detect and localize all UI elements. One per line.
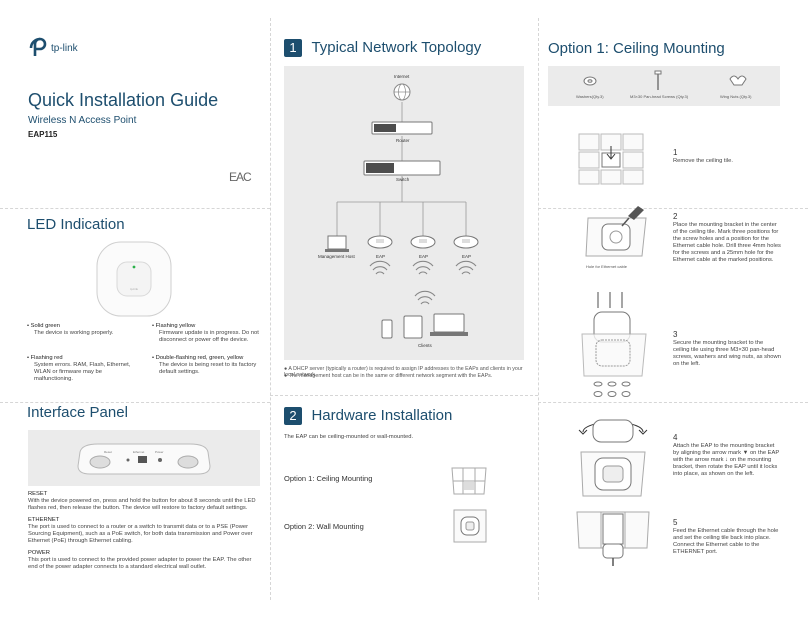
washer-icon: [583, 76, 597, 86]
wing-nut-icon: [729, 75, 747, 86]
kit-screws: M3×30 Pan-head Screws (Qty.3): [630, 94, 689, 99]
label-switch: Switch: [396, 177, 410, 182]
laptop-icon: [430, 313, 468, 336]
kit-wing-nuts: Wing Nuts (Qty.3): [720, 94, 752, 99]
step5-number: 5: [673, 518, 678, 527]
switch-icon: [363, 160, 441, 176]
hardware-intro: The EAP can be ceiling-mounted or wall-m…: [284, 434, 414, 440]
step3-illustration: [580, 290, 652, 400]
step3-number: 3: [673, 330, 678, 339]
wall-mount-thumbnail: [453, 509, 487, 543]
tablet-icon: [403, 315, 423, 339]
interface-power-section: POWER This port is used to connect to th…: [28, 550, 252, 570]
option-wall-mounting-link[interactable]: Option 2: Wall Mounting: [284, 522, 364, 531]
section-divider: [0, 208, 270, 209]
svg-text:tp-link: tp-link: [130, 287, 139, 291]
step2-text: Place the mounting bracket in the center…: [673, 222, 781, 263]
kit-washers: Washers(Qty.3): [576, 94, 604, 99]
screw-icon: [654, 70, 662, 90]
step4-illustration: [575, 412, 651, 500]
led-item-flashing-yellow: • Flashing yellow Firmware update is in …: [152, 323, 259, 343]
label-internet: Internet: [394, 74, 410, 79]
step4-number: 4: [673, 433, 678, 442]
step2-number: 2: [673, 212, 678, 221]
eap-icon: [367, 235, 393, 249]
section-divider: [0, 402, 270, 403]
interface-reset-section: RESET With the device powered on, press …: [28, 491, 256, 511]
svg-text:tp-link: tp-link: [51, 43, 79, 54]
section-divider: [270, 395, 538, 396]
label-management-host: Management Host: [318, 254, 355, 259]
ceiling-mount-thumbnail: [450, 464, 488, 498]
topology-heading: 1 Typical Network Topology: [284, 39, 481, 57]
step2-illustration: [584, 204, 650, 262]
eap-device-illustration: tp-link: [95, 240, 173, 318]
step4-text: Attach the EAP to the mounting bracket b…: [673, 443, 780, 477]
column-divider: [538, 18, 539, 600]
option-ceiling-mounting-link[interactable]: Option 1: Ceiling Mounting: [284, 474, 373, 483]
step5-text: Feed the Ethernet cable through the hole…: [673, 528, 779, 555]
section-divider: [538, 208, 808, 209]
phone-icon: [381, 319, 393, 339]
label-eap-3: EAP: [462, 254, 472, 259]
section-divider: [538, 402, 808, 403]
interface-ethernet-section: ETHERNET The port is used to connect to …: [28, 517, 253, 544]
label-clients: Clients: [418, 343, 432, 348]
label-eap-2: EAP: [419, 254, 429, 259]
product-subtitle: Wireless N Access Point: [28, 115, 137, 126]
step5-illustration: [575, 508, 651, 568]
step1-number: 1: [673, 148, 678, 157]
topology-note-1: ● A DHCP server (typically a router) is …: [284, 366, 523, 379]
management-host-icon: [325, 235, 349, 252]
eap-icon: [453, 235, 479, 249]
led-item-solid-green: • Solid green The device is working prop…: [27, 323, 114, 336]
port-label-power: Power: [155, 450, 164, 454]
step1-illustration: [577, 132, 647, 186]
eac-certification-mark: EAC: [229, 170, 252, 184]
ceiling-mounting-heading: Option 1: Ceiling Mounting: [548, 40, 725, 57]
package-contents: [548, 66, 780, 106]
step1-text: Remove the ceiling tile.: [673, 158, 733, 164]
router-icon: [371, 121, 433, 135]
eap-icon: [410, 235, 436, 249]
interface-panel-illustration: [28, 430, 260, 486]
label-eap-1: EAP: [376, 254, 386, 259]
led-heading: LED Indication: [27, 216, 125, 233]
port-label-reset: Reset: [104, 450, 112, 454]
step3-text: Secure the mounting bracket to the ceili…: [673, 340, 781, 367]
tp-link-logo: tp-link: [27, 36, 87, 58]
model-number: EAP115: [28, 130, 58, 139]
ethernet-hole-label: Hole for Ethernet cable: [586, 264, 627, 269]
topology-diagram: [284, 66, 524, 360]
led-item-flashing-red: • Flashing red System errors. RAM, Flash…: [27, 355, 131, 382]
hardware-heading: 2 Hardware Installation: [284, 407, 452, 425]
port-label-ethernet: Ethernet: [133, 450, 145, 454]
interface-heading: Interface Panel: [27, 404, 128, 421]
topology-note-2: ● The management host can be in the same…: [284, 373, 493, 379]
label-router: Router: [396, 138, 410, 143]
column-divider: [270, 18, 271, 600]
guide-title: Quick Installation Guide: [28, 90, 219, 110]
led-item-double-flashing: • Double-flashing red, green, yellow The…: [152, 355, 257, 375]
internet-globe-icon: [393, 83, 411, 101]
